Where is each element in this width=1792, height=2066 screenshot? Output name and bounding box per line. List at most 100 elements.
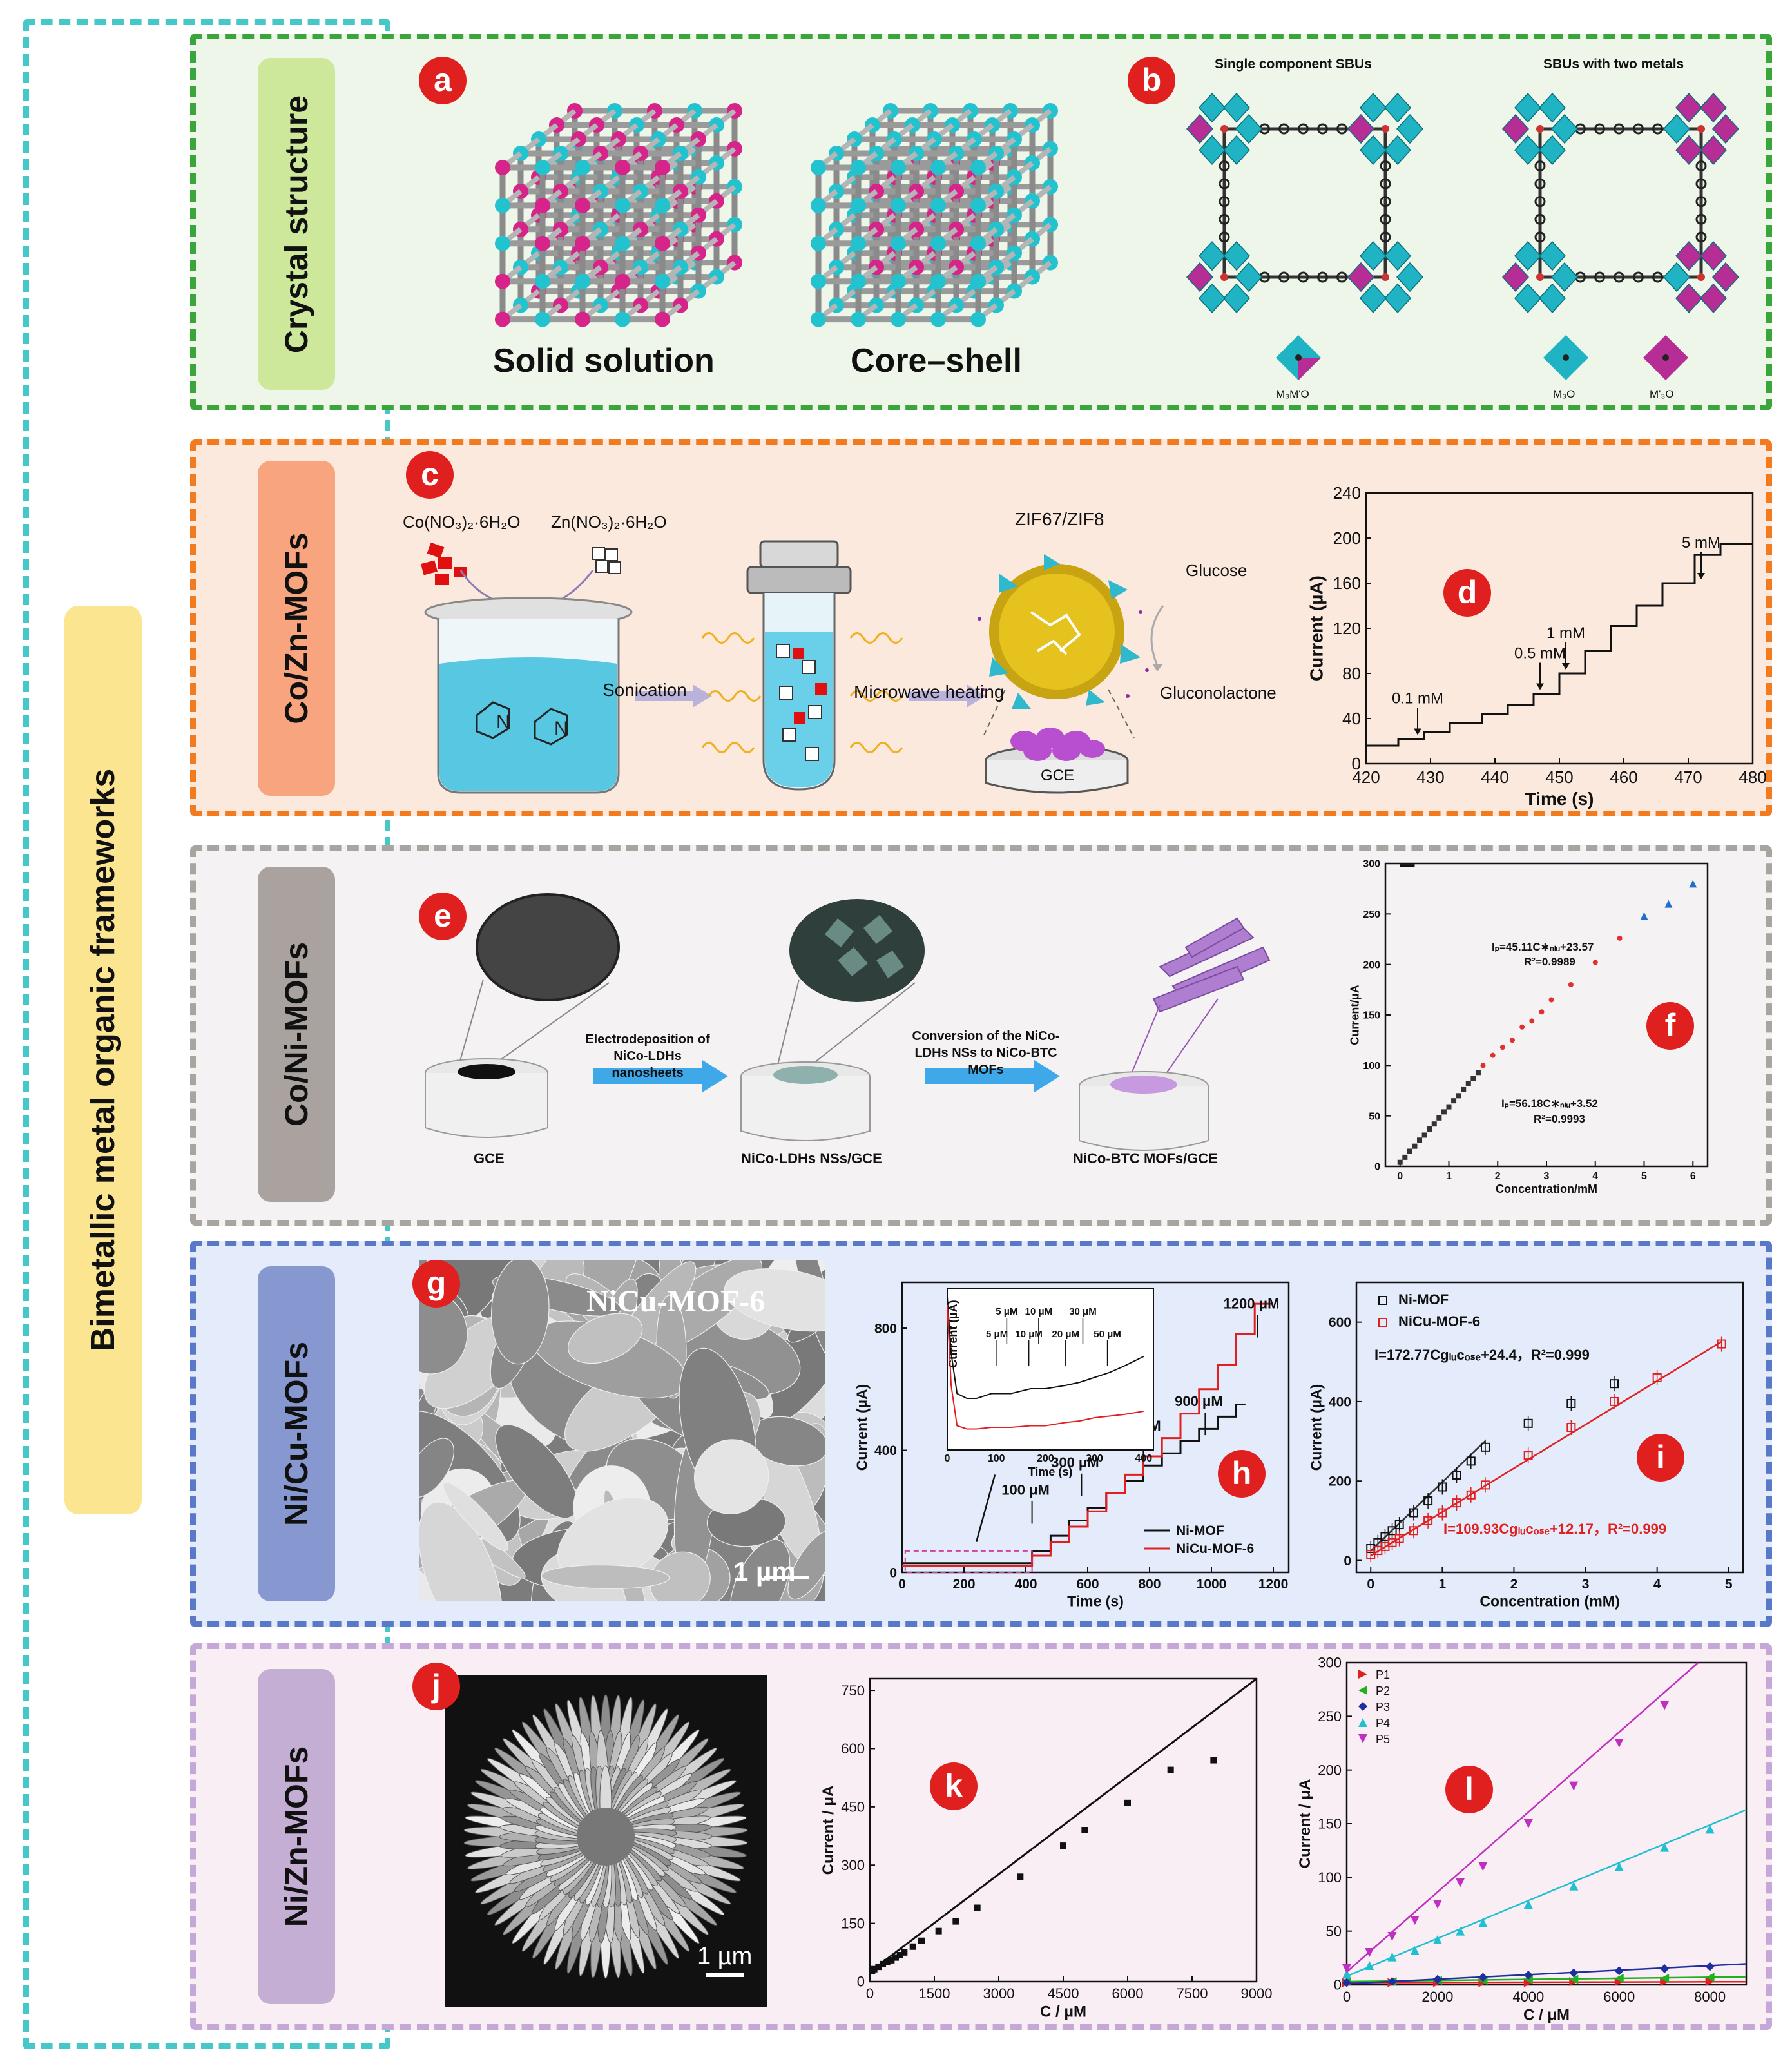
data-point (1446, 1104, 1452, 1110)
lattice-atom (891, 197, 906, 213)
label-zn-salt: Zn(NO₃)₂·6H₂O (551, 512, 667, 532)
y-tick-label: 150 (841, 1915, 865, 1931)
data-point (875, 1964, 882, 1971)
x-tick-label: 3 (1544, 1171, 1550, 1182)
sbu-polyhedron (1538, 283, 1566, 314)
label-scale-g: 1 µm (733, 1556, 796, 1587)
rowlabel-crystal: Crystal structure (258, 58, 335, 390)
y-tick-label: 0 (1344, 1554, 1351, 1569)
data-point (952, 1918, 959, 1925)
annotation-fit-nicu: I=109.93Cɡₗᵤᴄₒₛₑ+12.17，R²=0.999 (1443, 1521, 1666, 1537)
legend-label: Ni-MOF (1176, 1523, 1224, 1538)
x-axis-label: Concentration (mM) (1479, 1592, 1619, 1609)
lattice-atom (575, 160, 590, 175)
y-tick-label: 200 (1363, 960, 1380, 970)
linker-ring (1380, 160, 1391, 171)
annotation-label: 100 μM (1001, 1482, 1050, 1498)
data-point (1387, 1952, 1397, 1962)
data-point (1124, 1799, 1131, 1806)
data-point (880, 1960, 886, 1967)
sem-flake (729, 1539, 791, 1601)
lattice-atom (655, 160, 670, 175)
annotation-label: 0.5 mM (1514, 645, 1566, 662)
data-point (1081, 1827, 1088, 1833)
x-tick-label: 420 (1352, 768, 1380, 787)
rowlabel-nizn: Ni/Zn-MOFs (258, 1669, 335, 2004)
badge-h: h (1218, 1450, 1266, 1498)
data-point (1660, 1974, 1670, 1983)
lattice-atom (495, 235, 510, 251)
lattice-atom (970, 197, 986, 213)
legend-swatch (1378, 1296, 1387, 1305)
linker-ring (1695, 160, 1707, 171)
lattice-atom (811, 160, 826, 175)
label-co-salt: Co(NO₃)₂·6H₂O (403, 512, 521, 532)
inset-x-axis-label: Time (s) (1028, 1465, 1073, 1478)
data-point (1402, 1154, 1408, 1160)
sbu-polyhedron (1662, 113, 1691, 144)
lattice-atom (615, 273, 630, 289)
annotation-label: 1 mM (1546, 624, 1585, 642)
y-tick-label: 0 (1374, 1162, 1380, 1173)
label-gluconolactone: Gluconolactone (1160, 683, 1277, 702)
sbu-polyhedron (1501, 113, 1530, 144)
data-point (901, 1949, 908, 1956)
sbu-polyhedron (1538, 135, 1566, 166)
label-glucose: Glucose (1186, 561, 1248, 580)
sbu-polyhedron (1550, 113, 1579, 144)
linker-ring (1278, 123, 1289, 135)
sbu-center (1382, 125, 1389, 133)
x-tick-label: 0 (898, 1577, 906, 1592)
sbu-polyhedron (1675, 92, 1703, 123)
x-tick-label: 460 (1610, 768, 1637, 787)
y-tick-label: 400 (874, 1443, 897, 1458)
data-point (1523, 1900, 1533, 1909)
x-tick-label: 200 (952, 1577, 975, 1592)
sbu-polyhedron (1514, 92, 1542, 123)
data-point (1569, 1974, 1579, 1984)
y-axis-label: Current (µA) (1307, 1384, 1324, 1471)
linker-ring (1219, 213, 1230, 225)
rowlabel-nicu: Ni/Cu-MOFs (258, 1266, 335, 1601)
data-point (1705, 1977, 1715, 1986)
data-point (1461, 1086, 1467, 1092)
lattice-atom (655, 235, 670, 251)
legend-label: Ni-MOF (1398, 1291, 1449, 1308)
inset-x-tick-label: 100 (988, 1453, 1005, 1464)
x-tick-label: 2 (1495, 1171, 1501, 1182)
lattice-atom (811, 311, 826, 327)
sbu-polyhedron (1699, 92, 1728, 123)
inset-annotation: 50 μM (1094, 1329, 1121, 1340)
y-tick-label: 200 (1318, 1762, 1342, 1778)
x-tick-label: 1 (1438, 1577, 1446, 1592)
legend-label: NiCu-MOF-6 (1176, 1541, 1254, 1556)
label-gce-c: GCE (1041, 767, 1075, 784)
annotation-arrowhead (1562, 663, 1570, 670)
annotation-label: 1200 μM (1224, 1296, 1280, 1312)
linker-ring (1380, 213, 1391, 225)
data-point (1456, 1878, 1465, 1887)
inset-x-tick-label: 400 (1135, 1453, 1152, 1464)
sbu-polyhedron (1359, 240, 1387, 271)
sbu-polyhedron (1396, 262, 1424, 293)
data-point (1410, 1916, 1420, 1925)
sbu-center (1697, 125, 1705, 133)
inset-annotation: 10 μM (1025, 1306, 1053, 1317)
legend-marker (1358, 1702, 1367, 1711)
sbu-polyhedron (1514, 240, 1542, 271)
y-tick-label: 0 (857, 1974, 865, 1990)
lattice-atom (930, 160, 946, 175)
row-crystal (190, 34, 1772, 410)
y-tick-label: 300 (1318, 1656, 1342, 1671)
sem-flake (649, 1551, 711, 1601)
sbu-polyhedron (1675, 283, 1703, 314)
sbu-polyhedron (1662, 262, 1691, 293)
lattice-atom (811, 235, 826, 251)
x-tick-label: 600 (1076, 1577, 1099, 1592)
sbu-center (1382, 273, 1389, 281)
data-point (1569, 1781, 1579, 1791)
data-point (1365, 1948, 1374, 1957)
badge-l: l (1445, 1766, 1493, 1813)
